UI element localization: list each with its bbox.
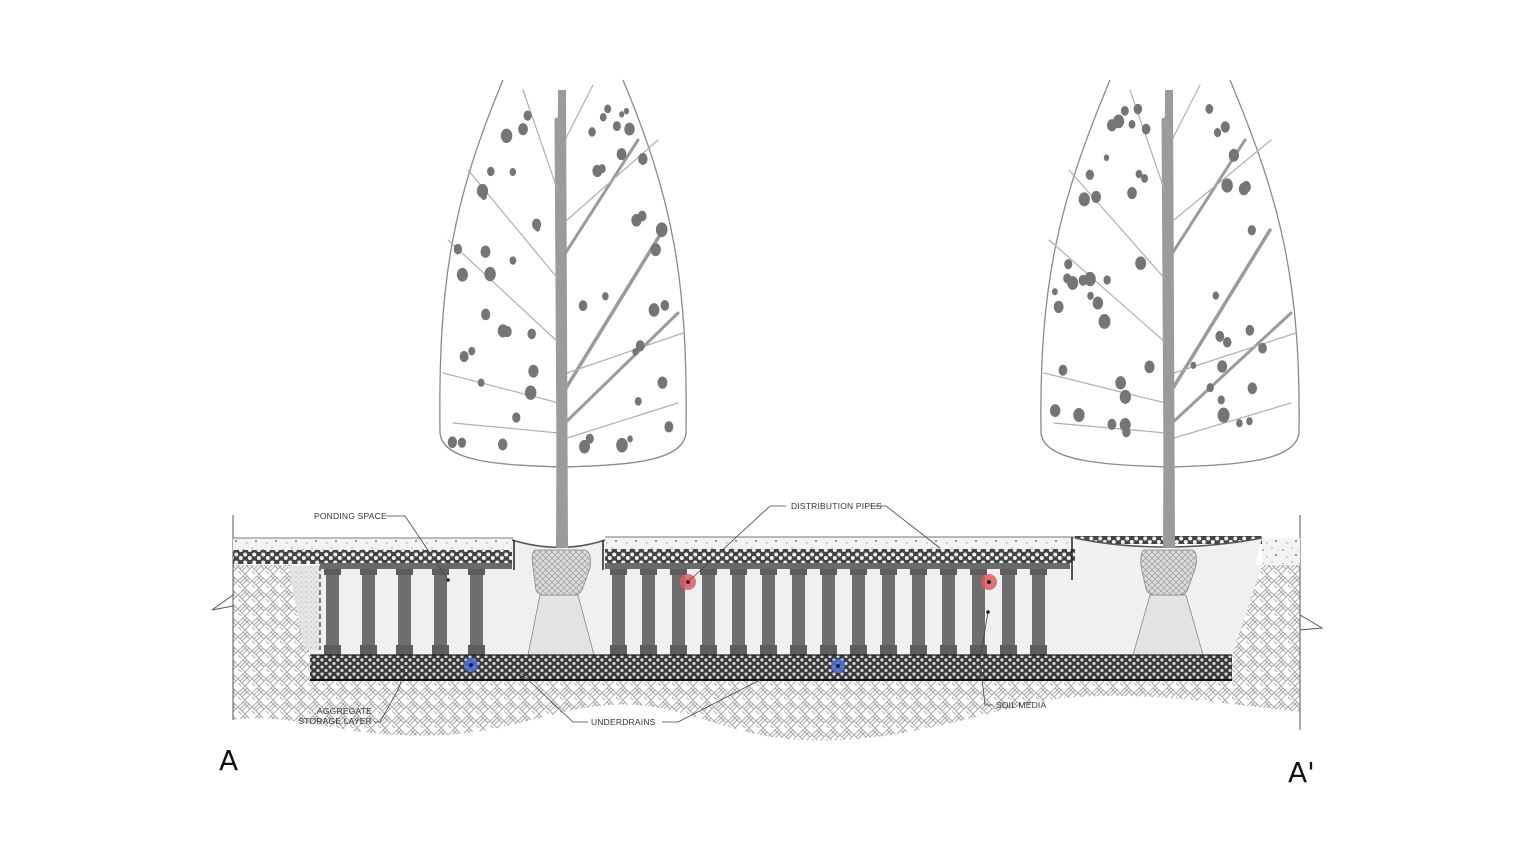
sand-wedge [288, 566, 320, 650]
tree-pit-1 [511, 539, 606, 656]
label-distribution-pipes: DISTRIBUTION PIPES [791, 501, 882, 511]
label-aggregate-line1: AGGREGATE [317, 706, 372, 716]
pavement-left [233, 537, 523, 564]
root-ball-1 [531, 549, 591, 596]
label-underdrains: UNDERDRAINS [591, 717, 656, 727]
soil-cell-deck-center [605, 563, 1070, 569]
soil-cell-deck-left [320, 563, 522, 569]
tree-1 [439, 79, 687, 548]
underdrain-2 [831, 659, 845, 673]
tree-2 [1040, 79, 1300, 548]
tree-pit-2 [1071, 537, 1263, 656]
section-marker-right: A' [1288, 756, 1315, 789]
label-soil-media: SOIL MEDIA [996, 700, 1046, 710]
section-marker-left: A [219, 744, 238, 777]
root-ball-2 [1140, 549, 1197, 596]
break-line-left [211, 594, 234, 611]
leader-lines [374, 505, 993, 723]
aggregate-storage-layer [310, 655, 1232, 680]
break-line-right [1299, 614, 1324, 631]
soil-cell-columns [324, 569, 1047, 655]
pavement-center [605, 536, 1075, 563]
distribution-pipe-2 [981, 574, 997, 590]
underdrain-1 [464, 658, 478, 672]
label-aggregate-line2: STORAGE LAYER [298, 716, 372, 726]
label-ponding-space: PONDING SPACE [314, 511, 387, 521]
